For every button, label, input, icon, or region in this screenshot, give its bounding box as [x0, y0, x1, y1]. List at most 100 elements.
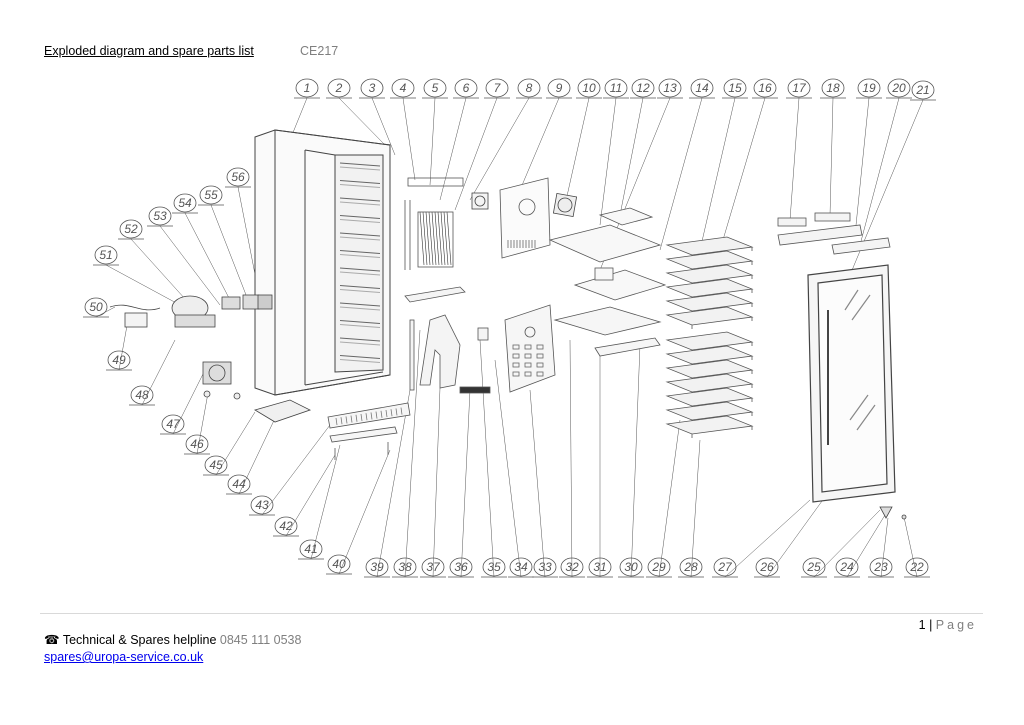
callout-55: 55 [198, 185, 249, 301]
callout-15: 15 [699, 78, 748, 251]
callout-23: 23 [868, 517, 894, 578]
callout-45: 45 [203, 411, 256, 476]
wine-shelf [665, 278, 754, 298]
callout-label: 1 [304, 81, 311, 95]
callout-label: 13 [663, 81, 677, 95]
callout-label: 35 [487, 560, 501, 574]
callout-label: 19 [862, 81, 876, 95]
condenser-assembly [404, 177, 464, 270]
wine-shelves-upper [665, 236, 754, 329]
callout-label: 30 [624, 560, 638, 574]
wine-shelf [665, 292, 754, 312]
model-code: CE217 [300, 44, 339, 58]
callout-34: 34 [494, 359, 534, 578]
callout-44: 44 [226, 411, 279, 495]
callout-label: 16 [758, 81, 772, 95]
callout-label: 29 [651, 560, 666, 574]
callout-label: 38 [398, 560, 412, 574]
callout-22: 22 [903, 516, 930, 578]
wine-shelf [665, 401, 754, 421]
callout-41: 41 [298, 444, 341, 560]
callout-label: 36 [454, 560, 468, 574]
callout-label: 5 [432, 81, 439, 95]
callout-label: 42 [279, 519, 293, 533]
base-grille [327, 402, 411, 460]
hinge-parts [879, 506, 907, 520]
callout-46: 46 [184, 392, 210, 455]
callout-label: 3 [369, 81, 376, 95]
callout-label: 25 [806, 560, 821, 574]
fan-unit-8 [471, 192, 489, 210]
callout-48: 48 [129, 339, 176, 406]
helpline-label: Technical & Spares helpline [62, 633, 217, 647]
callout-32: 32 [559, 339, 585, 578]
callout-56: 56 [225, 167, 261, 301]
callout-label: 55 [204, 188, 218, 202]
wine-shelf [665, 415, 754, 435]
callout-label: 24 [839, 560, 854, 574]
callout-label: 34 [514, 560, 528, 574]
cabinet-shelf-rails [339, 162, 381, 363]
callout-31: 31 [587, 355, 613, 578]
page-word: Page [935, 618, 977, 632]
callout-label: 46 [190, 437, 204, 451]
callout-label: 53 [153, 209, 167, 223]
callout-label: 15 [728, 81, 742, 95]
callout-label: 8 [526, 81, 533, 95]
callout-label: 31 [593, 560, 606, 574]
callout-6: 6 [439, 78, 479, 201]
callout-label: 52 [124, 222, 138, 236]
wine-shelf [665, 387, 754, 407]
callout-label: 50 [89, 300, 103, 314]
callout-label: 49 [112, 353, 126, 367]
callout-label: 27 [717, 560, 733, 574]
callout-label: 9 [556, 81, 563, 95]
callout-43: 43 [249, 424, 331, 516]
helpline: ☎ Technical & Spares helpline 0845 111 0… [44, 632, 301, 647]
helpline-phone: 0845 111 0538 [219, 633, 302, 647]
callout-14: 14 [659, 78, 715, 251]
callout-38: 38 [392, 329, 421, 578]
wine-shelf [665, 236, 754, 256]
callout-26: 26 [754, 489, 831, 578]
callout-label: 28 [683, 560, 698, 574]
callout-3: 3 [359, 78, 396, 156]
wine-shelf [665, 359, 754, 379]
callout-19: 19 [854, 78, 882, 236]
callout-label: 33 [538, 560, 552, 574]
callout-label: 17 [792, 81, 807, 95]
wine-shelves-lower [665, 331, 754, 438]
callout-label: 45 [209, 458, 223, 472]
callout-54: 54 [172, 193, 231, 301]
callout-label: 43 [255, 498, 269, 512]
callout-label: 2 [335, 81, 343, 95]
callout-label: 7 [494, 81, 502, 95]
callout-30: 30 [618, 344, 644, 578]
callout-label: 14 [695, 81, 709, 95]
callout-label: 37 [426, 560, 441, 574]
callout-label: 4 [400, 81, 407, 95]
callout-8: 8 [469, 78, 542, 201]
callout-label: 6 [463, 81, 470, 95]
control-panels [777, 212, 891, 255]
callout-29: 29 [646, 419, 681, 578]
callout-47: 47 [160, 369, 206, 435]
callout-16: 16 [719, 78, 778, 251]
wine-shelf [665, 306, 754, 326]
callout-label: 12 [636, 81, 650, 95]
callout-label: 32 [565, 560, 579, 574]
cabinet-body [254, 129, 391, 396]
top-bracket [404, 286, 466, 303]
glass-door [807, 264, 896, 503]
wine-shelf [665, 345, 754, 365]
internal-plates [504, 304, 662, 393]
callout-49: 49 [106, 319, 132, 371]
callout-33: 33 [529, 389, 558, 578]
wine-shelf [665, 331, 754, 351]
callout-39: 39 [364, 389, 411, 578]
callout-label: 26 [759, 560, 774, 574]
fan-unit-10 [552, 192, 578, 218]
spares-email-link[interactable]: spares@uropa-service.co.uk [44, 650, 204, 664]
callout-label: 44 [232, 477, 246, 491]
